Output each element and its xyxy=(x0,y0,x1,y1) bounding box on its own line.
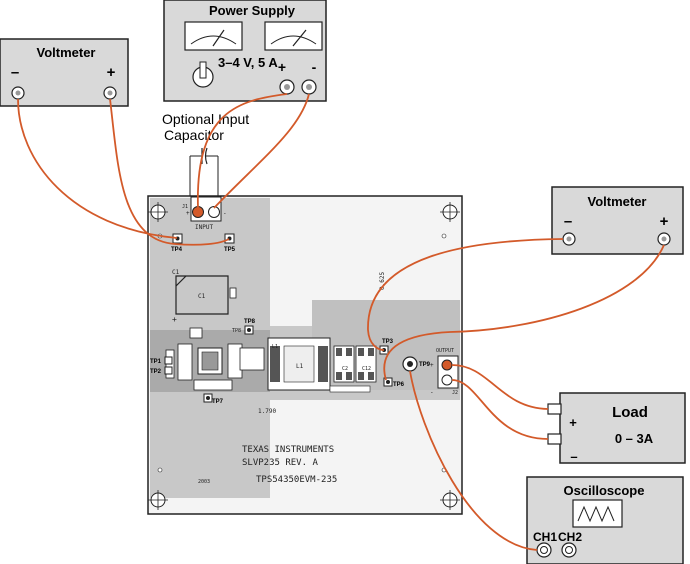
wire-vmeter-right-plus xyxy=(383,244,665,381)
svg-text:+: + xyxy=(172,315,177,324)
oscilloscope-title: Oscilloscope xyxy=(564,483,645,498)
optional-capacitor-label-line2: Capacitor xyxy=(164,127,224,143)
load: Load 0 – 3A + – xyxy=(547,392,686,464)
tp1-label: TP1 xyxy=(150,359,162,365)
power-supply-minus-label: - xyxy=(312,59,317,75)
c2-label: C2 xyxy=(342,366,348,372)
board-height-dimension: 0.625 xyxy=(379,272,386,290)
l1-label: L1 xyxy=(272,344,278,350)
capacitor-c1 xyxy=(175,275,237,315)
wire-load-minus xyxy=(451,379,549,440)
waveform-display-icon xyxy=(572,499,623,528)
voltmeter-left-minus-label: – xyxy=(11,64,19,81)
voltmeter-right-plus-label: + xyxy=(660,213,669,230)
test-point-tp7[interactable] xyxy=(203,393,213,403)
wire-psu-minus xyxy=(213,93,310,209)
mounting-hole-icon xyxy=(148,490,168,510)
inductor-l1 xyxy=(267,337,331,391)
c1-label: C1 xyxy=(172,269,180,276)
test-point-tp9[interactable] xyxy=(402,356,418,372)
voltmeter-right-plus-terminal[interactable] xyxy=(657,232,671,246)
input-connector-j1[interactable] xyxy=(190,196,222,222)
tp7-label: TP7 xyxy=(212,399,224,405)
voltmeter-right: Voltmeter – + xyxy=(551,186,684,255)
oscilloscope-ch1-connector[interactable] xyxy=(536,542,552,558)
power-switch-icon[interactable] xyxy=(192,61,214,88)
voltmeter-left-minus-terminal[interactable] xyxy=(11,86,25,100)
oscilloscope-ch2-connector[interactable] xyxy=(561,542,577,558)
tp5-label: TP5 xyxy=(224,247,236,253)
board-company: TEXAS INSTRUMENTS xyxy=(242,445,334,455)
tp9-label: TP9 xyxy=(419,362,431,368)
c1-center-label: C1 xyxy=(198,293,206,300)
power-supply-spec: 3–4 V, 5 A xyxy=(218,55,278,70)
tp2-label: TP2 xyxy=(150,369,162,375)
power-supply-minus-terminal[interactable] xyxy=(301,79,317,95)
test-point-tp5[interactable] xyxy=(224,233,235,244)
voltmeter-left-plus-label: + xyxy=(107,64,116,81)
voltmeter-left-title: Voltmeter xyxy=(37,45,96,60)
board-width-dimension: 1.790 xyxy=(258,408,276,415)
output-label: OUTPUT xyxy=(436,348,454,354)
load-minus-terminal[interactable] xyxy=(547,433,562,445)
tp8-label: TP8 xyxy=(244,319,256,325)
evm-board: J1 INPUT + - TP4 TP5 C1 C1 + TP8 TP8 xyxy=(147,195,463,515)
wire-vmeter-left-minus xyxy=(17,98,178,239)
load-minus-label: – xyxy=(570,449,577,464)
power-supply: Power Supply 3–4 V, 5 A + - xyxy=(163,0,327,102)
svg-text:TP8: TP8 xyxy=(232,328,241,334)
c12-label: C12 xyxy=(362,366,371,372)
l1-center-label: L1 xyxy=(296,363,304,370)
meter-icon xyxy=(264,21,323,51)
test-point-tp2[interactable] xyxy=(164,366,173,375)
power-supply-plus-terminal[interactable] xyxy=(279,79,295,95)
voltmeter-right-minus-label: – xyxy=(564,213,572,230)
board-doc-number: SLVP235 REV. A xyxy=(242,458,318,468)
optional-input-capacitor: Optional Input Capacitor xyxy=(162,111,249,208)
input-label: INPUT xyxy=(195,224,213,231)
meter-icon xyxy=(184,21,243,51)
svg-text:+: + xyxy=(186,210,190,217)
voltmeter-right-minus-terminal[interactable] xyxy=(562,232,576,246)
voltmeter-right-title: Voltmeter xyxy=(588,194,647,209)
test-point-tp1[interactable] xyxy=(164,356,173,365)
load-range: 0 – 3A xyxy=(615,431,654,446)
voltmeter-left-plus-terminal[interactable] xyxy=(103,86,117,100)
tp6-label: TP6 xyxy=(393,382,405,388)
wire-load-plus xyxy=(451,364,549,410)
wiring xyxy=(17,93,665,551)
output-connector-j2[interactable] xyxy=(437,355,459,389)
board-part-number: TPS54350EVM-235 xyxy=(256,475,337,485)
mounting-hole-icon xyxy=(440,202,460,222)
oscilloscope-ch1-label: CH1 xyxy=(533,530,557,544)
mounting-hole-icon xyxy=(440,490,460,510)
j2-label: J2 xyxy=(452,390,458,396)
wire-psu-plus xyxy=(197,93,288,209)
test-point-tp8[interactable] xyxy=(244,325,254,335)
load-plus-terminal[interactable] xyxy=(547,403,562,415)
optional-capacitor-label-line1: Optional Input xyxy=(162,111,249,127)
tp4-label: TP4 xyxy=(171,247,183,253)
svg-text:-: - xyxy=(223,210,227,217)
power-supply-plus-label: + xyxy=(278,59,286,75)
load-plus-label: + xyxy=(569,415,577,430)
oscilloscope-ch2-label: CH2 xyxy=(558,530,582,544)
j1-label: J1 xyxy=(182,204,188,210)
test-point-tp6[interactable] xyxy=(383,377,393,387)
oscilloscope: Oscilloscope CH1 CH2 xyxy=(526,476,684,564)
output-capacitors xyxy=(329,345,377,393)
mounting-hole-icon xyxy=(148,202,168,222)
power-supply-title: Power Supply xyxy=(209,3,296,18)
wire-vmeter-right-minus xyxy=(367,238,564,351)
svg-text:-: - xyxy=(430,389,434,396)
wire-vmeter-left-plus xyxy=(109,98,230,246)
svg-text:+: + xyxy=(430,362,434,369)
voltmeter-left: Voltmeter – + xyxy=(0,38,129,107)
board-year: 2003 xyxy=(198,479,210,485)
wire-scope-ch1 xyxy=(409,370,538,551)
load-title: Load xyxy=(612,404,648,421)
tp3-label: TP3 xyxy=(382,339,394,345)
